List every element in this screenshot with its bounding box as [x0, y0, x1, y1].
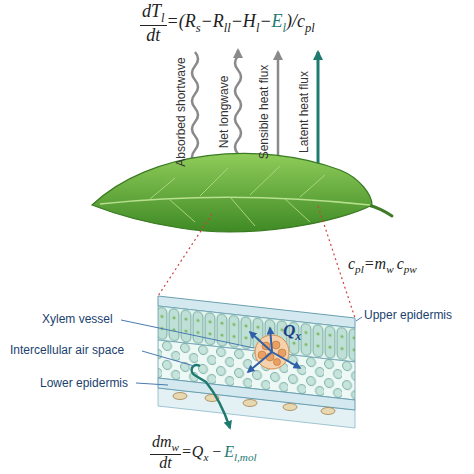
lower-epidermis: [158, 378, 355, 410]
subscript: l,mol: [234, 451, 257, 463]
equation-symbol: E: [272, 11, 283, 31]
numerator: dTl: [140, 2, 167, 26]
zoom-line: [318, 206, 355, 318]
equation-symbol: −: [259, 11, 271, 31]
leader-line: [356, 317, 362, 321]
equation-symbol: c: [348, 255, 355, 272]
subscript: x: [295, 329, 301, 343]
latent-heat-arrow: [317, 52, 320, 168]
subscript: ll: [224, 21, 231, 35]
leaf-veins: [150, 166, 325, 226]
subscript: pw: [404, 263, 417, 275]
equation-symbol: dt: [159, 454, 171, 471]
equation: cpl=mwcpw: [348, 256, 417, 276]
fraction: dTldt: [140, 2, 167, 45]
flux-label: Latent heat flux: [297, 71, 311, 153]
transpiration-arrow: [192, 365, 230, 428]
numerator: dmw: [150, 434, 181, 455]
equation-symbol: Q: [283, 321, 295, 340]
flux-label: Absorbed shortwave: [174, 57, 188, 166]
water-flux-arrow: [248, 352, 272, 372]
equation-symbol: dT: [142, 1, 161, 21]
leader-line: [121, 320, 254, 348]
denominator: dt: [140, 26, 167, 45]
sensible-heat-arrow: [277, 52, 280, 164]
water-flux-arrow: [272, 352, 300, 368]
flux-label: Sensible heat flux: [257, 65, 271, 160]
stoma: [173, 393, 187, 400]
subscript: s: [196, 21, 201, 35]
leader-line: [142, 351, 194, 366]
equation-symbol: c: [397, 255, 404, 272]
equation-symbol: =Q: [181, 443, 203, 460]
part-label: Intercellular air space: [10, 343, 124, 357]
subscript: l: [161, 11, 165, 25]
subscript: w: [172, 441, 179, 453]
equation-symbol: −: [211, 443, 222, 460]
equation: dTldt=(Rs−Rll−Hl−El)/cpl: [140, 2, 315, 45]
subscript: pl: [305, 21, 315, 35]
leaf-midrib: [100, 197, 370, 205]
part-label: Lower epidermis: [40, 376, 128, 390]
subscript: pl: [355, 263, 364, 275]
equation-symbol: dt: [146, 25, 160, 45]
leaf-stem: [368, 205, 392, 216]
subscript: x: [203, 451, 208, 463]
equation-symbol: −H: [231, 11, 256, 31]
equation-symbol: =m: [364, 255, 386, 272]
water-flux-arrow: [250, 332, 272, 352]
xylem-cell: [272, 341, 280, 349]
equation: Qx: [283, 322, 301, 343]
subscript: l: [283, 21, 287, 35]
longwave-arrow: [235, 50, 241, 168]
part-label: Upper epidermis: [364, 308, 452, 322]
equation-symbol: −R: [201, 11, 224, 31]
stoma: [243, 400, 257, 407]
leader-line: [136, 383, 168, 385]
equation: dmwdt=Qx−El,mol: [150, 434, 257, 472]
flux-label: Net longwave: [217, 76, 231, 149]
denominator: dt: [150, 455, 181, 472]
equation-symbol: E: [224, 443, 234, 460]
subscript: w: [386, 263, 393, 275]
zoom-line: [158, 214, 212, 296]
leaf-blade: [92, 153, 372, 232]
fraction: dmwdt: [150, 434, 181, 472]
part-label: Xylem vessel: [42, 312, 113, 326]
subscript: l: [256, 21, 260, 35]
equation-symbol: dm: [152, 433, 172, 450]
xylem-cell: [274, 359, 281, 366]
equation-symbol: )/c: [286, 11, 305, 31]
equation-symbol: =(R: [167, 11, 196, 31]
water-flux-arrow: [270, 328, 272, 352]
shortwave-arrow: [192, 52, 198, 170]
stoma: [321, 408, 335, 415]
stoma: [283, 404, 297, 411]
